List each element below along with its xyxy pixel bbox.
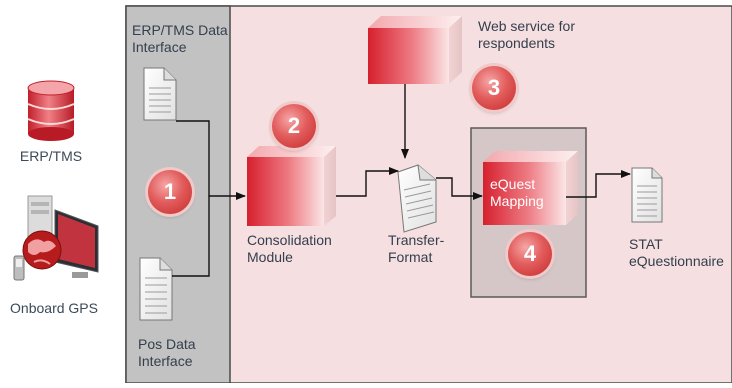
database-icon bbox=[27, 80, 75, 141]
pos-interface-label: Pos Data Interface bbox=[138, 336, 196, 369]
document-icon-stat bbox=[631, 167, 663, 223]
erp-interface-label: ERP/TMS Data Interface bbox=[132, 22, 228, 55]
cube-icon-mapping bbox=[483, 151, 578, 225]
step-badge-2: 2 bbox=[272, 104, 316, 148]
document-icon-erp bbox=[143, 67, 177, 121]
web-service-label: Web service for respondents bbox=[478, 18, 575, 51]
mapping-label: eQuest Mapping bbox=[490, 176, 544, 209]
step-badge-3: 3 bbox=[472, 66, 516, 110]
arrow-transfer-to-mapping bbox=[436, 177, 483, 200]
cube-icon-consolidation bbox=[247, 146, 336, 226]
consolidation-label: Consolidation Module bbox=[247, 232, 332, 265]
transfer-format-label: Transfer- Format bbox=[388, 232, 445, 265]
step-badge-1: 1 bbox=[148, 170, 192, 214]
step-badge-4: 4 bbox=[508, 232, 552, 276]
arrow-mapping-to-stat bbox=[566, 170, 631, 198]
arrow-consolidation-to-transfer bbox=[336, 167, 399, 197]
arrow-erp-to-consolidation bbox=[176, 120, 246, 200]
connectors bbox=[172, 84, 631, 277]
gps-computer-icon bbox=[13, 195, 99, 281]
stat-label: STAT eQuestionnaire bbox=[629, 236, 724, 269]
onboard-gps-label: Onboard GPS bbox=[10, 300, 98, 316]
document-icon-transfer bbox=[397, 164, 437, 233]
document-icon-pos bbox=[139, 257, 173, 321]
cube-icon-web-service bbox=[368, 16, 462, 84]
erp-tms-label: ERP/TMS bbox=[19, 148, 83, 164]
line-pos-to-consolidation bbox=[172, 196, 210, 277]
